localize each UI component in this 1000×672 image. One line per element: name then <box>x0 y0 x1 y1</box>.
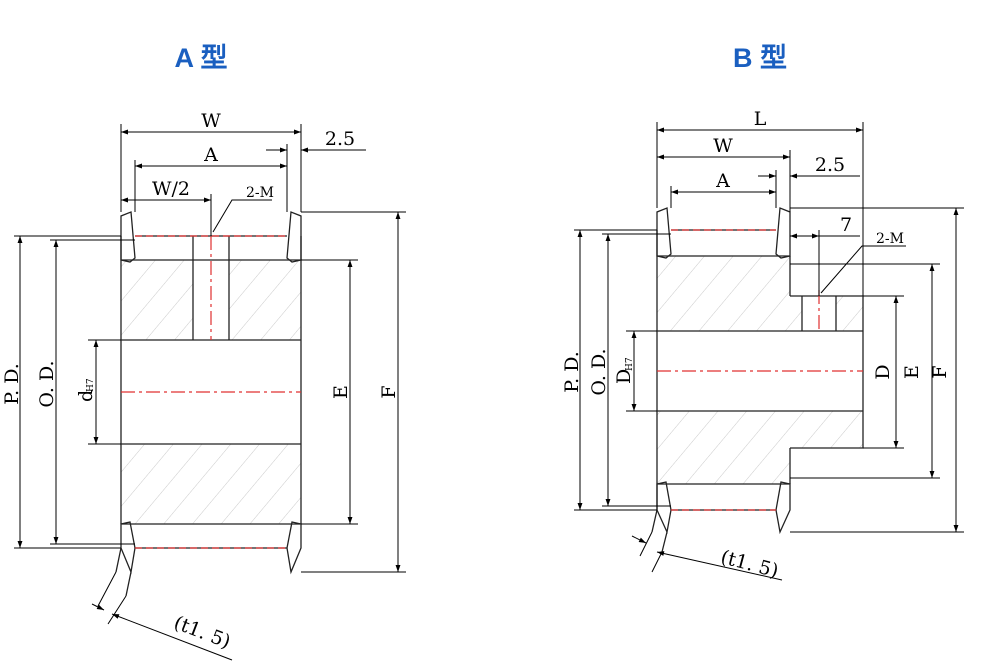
type-a-flange-top-left <box>120 211 136 263</box>
type-b-dim-e: E <box>901 365 923 379</box>
type-a-flange-bottom-right <box>286 521 302 575</box>
type-b-dim-thickness: (t1. 5) <box>718 546 780 582</box>
type-a-dim-w: W <box>201 110 221 132</box>
type-b-body-upper <box>657 256 790 331</box>
type-b-dim-bore-sub: H7 <box>625 357 635 371</box>
type-b-dim-a: A <box>715 170 730 192</box>
type-b-dim-od: O. D. <box>588 348 610 395</box>
type-a-flange-bottom-left <box>120 521 136 575</box>
type-b-flange-top-right <box>775 207 791 259</box>
type-a-dim-d-sub: H7 <box>86 378 96 392</box>
type-a-dim-od: O. D. <box>36 360 58 407</box>
type-b-body-outline <box>656 230 864 510</box>
type-a-tap-label: 2-M <box>246 185 274 201</box>
type-a-dim-a: A <box>203 144 218 166</box>
type-a-dim-pd: P. D. <box>1 363 23 405</box>
type-a-dim-offset: 2.5 <box>325 128 355 150</box>
type-a-title: A 型 <box>175 43 228 73</box>
type-b-dim-f: F <box>929 365 951 378</box>
type-a-hub-lower <box>121 444 301 524</box>
type-a-dim-w-half: W/2 <box>152 178 190 200</box>
type-b-dim-l: L <box>754 108 767 130</box>
type-b-flange-bottom-left <box>656 481 672 535</box>
type-b-flange-top-left <box>656 207 672 259</box>
type-b-dim-pd: P. D. <box>561 351 583 393</box>
type-b-title: B 型 <box>733 43 787 73</box>
type-b-body-lower <box>657 411 790 484</box>
type-a-dim-f: F <box>378 385 400 398</box>
type-a-dim-d: d <box>75 390 97 402</box>
type-a-dim-e: E <box>330 385 352 399</box>
type-a-flange-top-right <box>286 211 302 263</box>
type-b-dim-seven: 7 <box>840 214 852 236</box>
type-b-drawing: L W A 2.5 7 2-M P. D. O. D. D H7 D E F <box>561 108 964 582</box>
type-b-dim-offset: 2.5 <box>815 154 845 176</box>
type-a-dim-thickness: (t1. 5) <box>171 612 234 654</box>
type-b-flange-bottom-right <box>775 481 791 535</box>
type-b-dim-w: W <box>713 135 733 157</box>
type-b-tap-label: 2-M <box>876 231 904 247</box>
type-b-hub-lower <box>790 411 863 448</box>
type-b-dim-bore: D <box>613 369 635 384</box>
type-b-dim-d: D <box>872 364 894 379</box>
type-a-drawing: W A W/2 2.5 2-M P. D. O. D. d H7 E F (t1… <box>1 110 406 661</box>
